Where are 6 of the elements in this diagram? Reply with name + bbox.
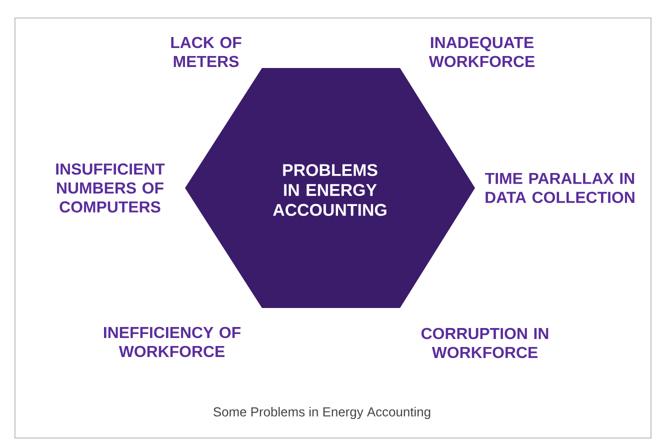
problem-label: INSUFFICIENT NUMBERS OF COMPUTERS <box>56 163 165 213</box>
caption: Some Problems in Energy Accounting <box>214 406 430 420</box>
problem-label: INADEQUATE WORKFORCE <box>428 36 534 68</box>
problem-label: CORRUPTION IN WORKFORCE <box>421 328 548 358</box>
problem-label: INEFFICIENCY OF WORKFORCE <box>104 326 240 358</box>
hexagon: PROBLEMS IN ENERGY ACCOUNTING <box>185 68 475 308</box>
